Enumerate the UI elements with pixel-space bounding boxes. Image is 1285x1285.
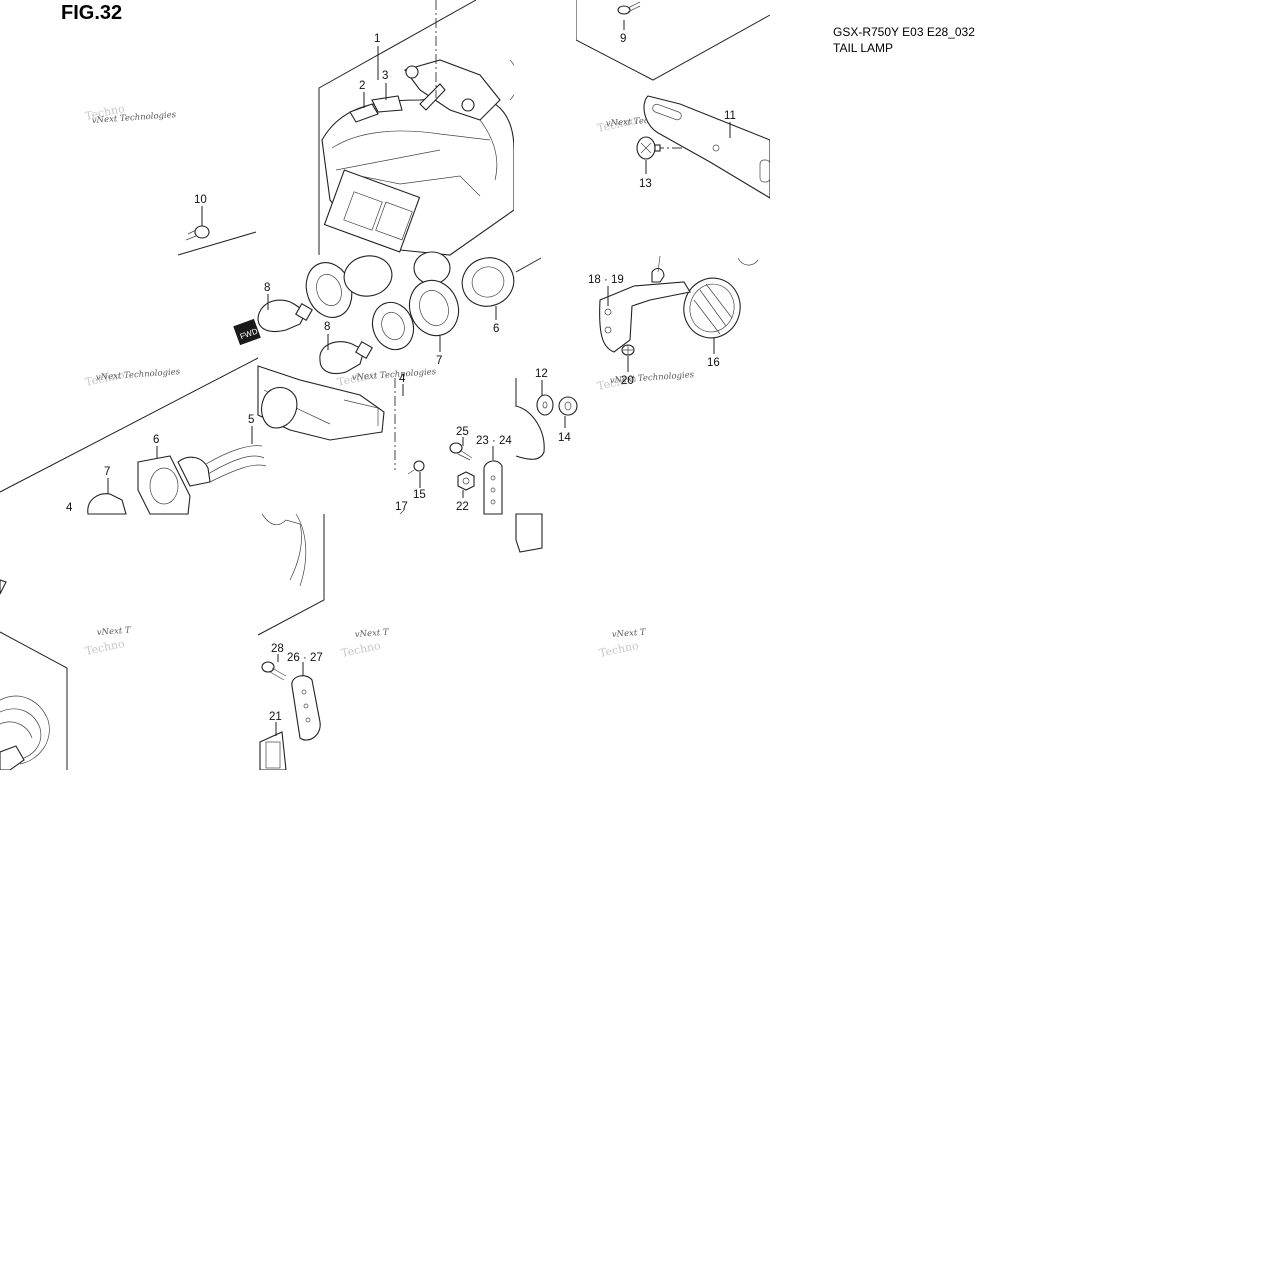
- turn-signal-lens[interactable]: [257, 365, 385, 441]
- lamp-cover[interactable]: [515, 513, 543, 553]
- wire-harness: [261, 513, 302, 581]
- callout-15: 15: [413, 489, 426, 501]
- callout-4: 4: [66, 502, 73, 514]
- socket-ring-set-upper[interactable]: [299, 251, 521, 356]
- fastener-edge: [737, 257, 759, 266]
- callout-5: 5: [248, 414, 254, 426]
- callout-8: 8: [264, 282, 270, 294]
- callout-labels: 1 2 3 9 10 11 13 8 8 6 7 4 5 6 7 4 12 14…: [66, 33, 736, 723]
- screw-icon[interactable]: [261, 661, 287, 681]
- callout-4: 4: [399, 373, 406, 385]
- fwd-mark: FWD: [233, 318, 261, 346]
- callout-18-19: 18 · 19: [588, 274, 624, 286]
- watermark: vNext T: [612, 628, 648, 640]
- watermark: Techno: [84, 637, 126, 658]
- callout-11: 11: [724, 110, 736, 122]
- callout-8: 8: [324, 321, 330, 333]
- figure-label: FIG.32: [61, 2, 123, 24]
- callout-6: 6: [493, 323, 499, 335]
- reflector-bracket[interactable]: [599, 255, 691, 353]
- bulb-icon[interactable]: [319, 341, 373, 375]
- callout-12: 12: [535, 368, 548, 380]
- callout-9: 9: [620, 33, 626, 45]
- callout-23-24: 23 · 24: [476, 435, 512, 447]
- callout-3: 3: [382, 70, 388, 82]
- callout-10: 10: [194, 194, 207, 206]
- watermark: Techno: [598, 639, 640, 660]
- screw-icon[interactable]: [621, 344, 635, 356]
- screw-icon[interactable]: [449, 442, 473, 461]
- nut-icon[interactable]: [558, 396, 578, 416]
- watermark: vNext T: [97, 626, 133, 638]
- callout-28: 28: [271, 643, 284, 655]
- clip-part-2[interactable]: [349, 103, 379, 123]
- crop-mask: [0, 770, 1285, 1285]
- screw-icon[interactable]: [399, 509, 405, 515]
- reflector[interactable]: [677, 272, 747, 344]
- screw-icon[interactable]: [407, 460, 425, 475]
- washer-icon[interactable]: [536, 394, 554, 416]
- watermark: Techno: [340, 639, 382, 660]
- screw-icon[interactable]: [617, 1, 641, 15]
- callout-13: 13: [639, 178, 652, 190]
- crop-mask: [514, 0, 576, 255]
- callout-6: 6: [153, 434, 159, 446]
- leader-lines: [107, 20, 731, 736]
- socket-ring-set-lower[interactable]: [87, 445, 267, 515]
- license-plate-lamp[interactable]: [483, 460, 503, 515]
- wire-harness: [295, 513, 307, 587]
- tail-lamp-housing[interactable]: [321, 59, 518, 256]
- screw-icon[interactable]: [185, 225, 210, 241]
- callout-17: 17: [395, 501, 408, 513]
- bulb-icon[interactable]: [257, 299, 313, 333]
- watermark: vNext Technologies: [96, 367, 182, 383]
- callout-14: 14: [558, 432, 571, 444]
- grommet[interactable]: [636, 136, 661, 160]
- license-lamp-lens[interactable]: [291, 675, 321, 741]
- callout-22: 22: [456, 501, 469, 513]
- nut-icon[interactable]: [457, 471, 475, 491]
- callout-26-27: 26 · 27: [287, 652, 323, 664]
- callout-16: 16: [707, 357, 720, 369]
- callout-7: 7: [104, 466, 110, 478]
- callout-1: 1: [374, 33, 380, 45]
- crop-mask: [770, 0, 830, 770]
- model-code: GSX-R750Y E03 E28_032: [833, 25, 975, 39]
- license-lamp-housing[interactable]: [259, 731, 287, 771]
- callout-7: 7: [436, 355, 442, 367]
- clip-part-3[interactable]: [371, 95, 403, 113]
- connector-assembly[interactable]: [0, 579, 50, 771]
- license-bracket[interactable]: [643, 95, 771, 199]
- gasket[interactable]: [515, 405, 545, 460]
- callout-20: 20: [621, 375, 634, 387]
- callout-25: 25: [456, 426, 469, 438]
- watermark: vNext T: [355, 628, 391, 640]
- section-title: TAIL LAMP: [833, 41, 894, 55]
- group-frames: [0, 0, 771, 770]
- callout-21: 21: [269, 711, 282, 723]
- callout-2: 2: [359, 80, 365, 92]
